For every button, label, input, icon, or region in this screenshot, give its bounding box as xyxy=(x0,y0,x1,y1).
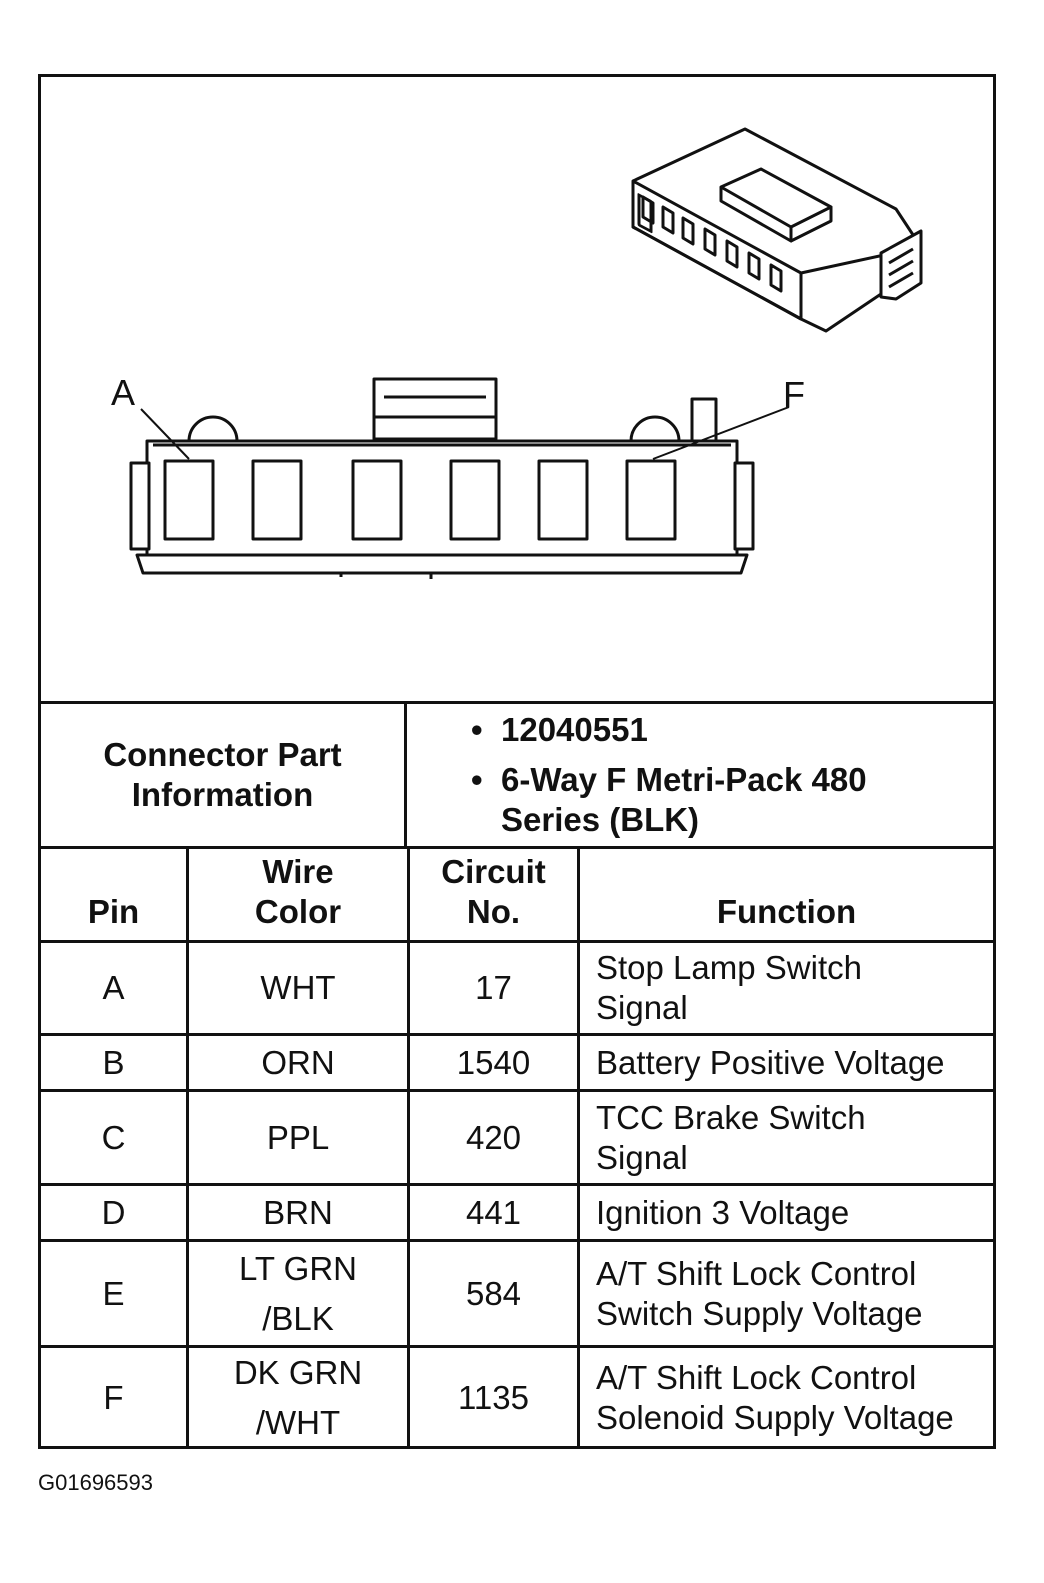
function-cell: TCC Brake Switch Signal xyxy=(577,1089,993,1186)
circuit-no-cell: 441 xyxy=(407,1183,580,1242)
table-row: C PPL 420 TCC Brake Switch Signal xyxy=(41,1089,993,1186)
circuit-no-cell: 420 xyxy=(407,1089,580,1186)
pin-a-callout: A xyxy=(111,372,135,413)
function-cell: A/T Shift Lock Control Switch Supply Vol… xyxy=(577,1239,993,1348)
pin-f-callout: F xyxy=(783,374,805,415)
list-item: • 12040551 xyxy=(407,710,993,750)
circuit-no-cell: 584 xyxy=(407,1239,580,1348)
table-header-row: Pin Wire Color Circuit No. Function xyxy=(41,846,993,943)
connector-part-info: Connector Part Information • 12040551 • … xyxy=(41,701,993,846)
header-pin: Pin xyxy=(41,846,189,943)
table-row: D BRN 441 Ignition 3 Voltage xyxy=(41,1183,993,1242)
pinout-table: Pin Wire Color Circuit No. Function A WH… xyxy=(41,846,993,1448)
connector-part-info-list: • 12040551 • 6-Way F Metri-Pack 480 Seri… xyxy=(407,704,993,852)
pin-cell: E xyxy=(41,1239,189,1348)
wire-color-cell: ORN xyxy=(186,1033,410,1092)
wire-color-cell: LT GRN /BLK xyxy=(186,1239,410,1348)
function-cell: Battery Positive Voltage xyxy=(577,1033,993,1092)
pin-cell: A xyxy=(41,940,189,1036)
circuit-no-cell: 17 xyxy=(407,940,580,1036)
header-function: Function xyxy=(577,846,993,943)
pin-cell: C xyxy=(41,1089,189,1186)
connector-3d-view xyxy=(631,127,923,333)
circuit-no-cell: 1540 xyxy=(407,1033,580,1092)
table-row: A WHT 17 Stop Lamp Switch Signal xyxy=(41,940,993,1036)
bullet-icon: • xyxy=(471,711,483,748)
bullet-icon: • xyxy=(471,761,483,798)
function-cell: A/T Shift Lock Control Solenoid Supply V… xyxy=(577,1345,993,1448)
connector-drawing: A F xyxy=(111,127,923,579)
list-item: • 6-Way F Metri-Pack 480 Series (BLK) xyxy=(407,760,993,840)
function-cell: Stop Lamp Switch Signal xyxy=(577,940,993,1036)
header-circuit-no: Circuit No. xyxy=(407,846,580,943)
connector-description: 6-Way F Metri-Pack 480 Series (BLK) xyxy=(501,761,867,838)
figure-id: G01696593 xyxy=(38,1470,153,1495)
wire-color-cell: BRN xyxy=(186,1183,410,1242)
table-row: E LT GRN /BLK 584 A/T Shift Lock Control… xyxy=(41,1239,993,1348)
pin-cell: B xyxy=(41,1033,189,1092)
function-cell: Ignition 3 Voltage xyxy=(577,1183,993,1242)
pin-cell: F xyxy=(41,1345,189,1448)
table-row: B ORN 1540 Battery Positive Voltage xyxy=(41,1033,993,1092)
circuit-no-cell: 1135 xyxy=(407,1345,580,1448)
part-number: 12040551 xyxy=(501,711,648,748)
connector-front-view xyxy=(129,377,790,579)
wire-color-cell: WHT xyxy=(186,940,410,1036)
table-row: F DK GRN /WHT 1135 A/T Shift Lock Contro… xyxy=(41,1345,993,1448)
connector-part-info-label: Connector Part Information xyxy=(41,704,407,846)
pin-cell: D xyxy=(41,1183,189,1242)
connector-frame: A F Connector Part Information • 1204055… xyxy=(38,74,996,1449)
wire-color-cell: PPL xyxy=(186,1089,410,1186)
wire-color-cell: DK GRN /WHT xyxy=(186,1345,410,1448)
header-wire-color: Wire Color xyxy=(186,846,410,943)
